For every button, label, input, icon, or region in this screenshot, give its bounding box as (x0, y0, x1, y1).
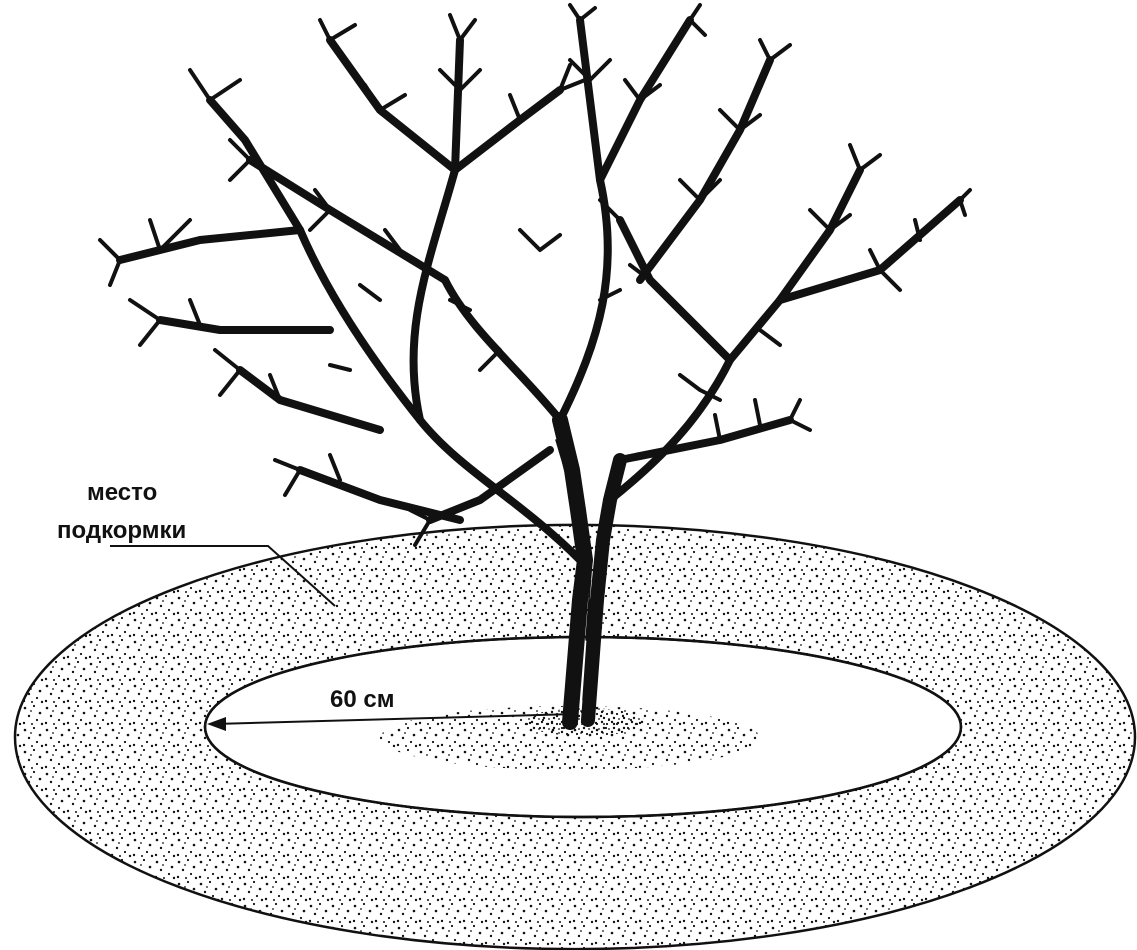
arrowhead-icon (207, 717, 226, 731)
feeding-place-label-line1: место (87, 479, 157, 506)
main-branches (120, 20, 960, 560)
radius-label: 60 см (330, 686, 394, 713)
feeding-place-label-line2: подкормки (57, 517, 186, 544)
